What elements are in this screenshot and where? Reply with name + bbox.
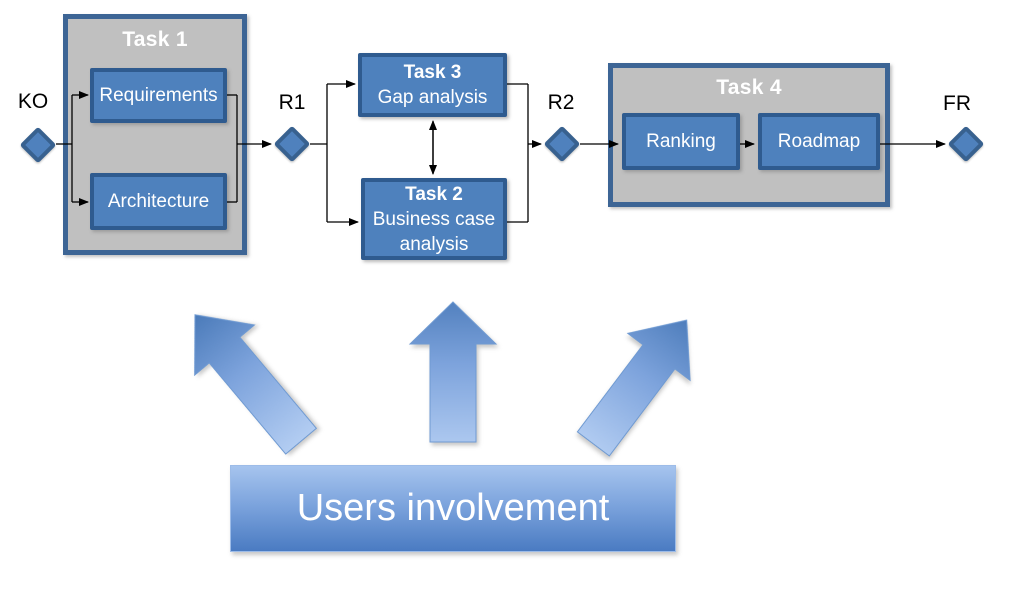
r1-diamond-icon	[273, 125, 311, 163]
task-roadmap-box: Roadmap	[758, 113, 880, 170]
task-ranking-label: Ranking	[646, 131, 716, 152]
milestone-label-ko: KO	[17, 90, 49, 113]
r2-diamond-icon	[543, 125, 581, 163]
task4-group-box: Task 4 Ranking Roadmap	[608, 63, 890, 207]
task1-group-box: Task 1 Requirements Architecture	[63, 14, 247, 255]
task-architecture-box: Architecture	[90, 173, 227, 230]
task1-title: Task 1	[122, 28, 188, 51]
task-requirements-label: Requirements	[99, 85, 218, 106]
task2-subtitle: Business case analysis	[372, 208, 496, 255]
users-involvement-label: Users involvement	[296, 487, 610, 529]
milestone-label-r1: R1	[278, 91, 306, 114]
task-roadmap-label: Roadmap	[777, 131, 861, 152]
task3-subtitle: Gap analysis	[377, 87, 488, 108]
fr-diamond-icon	[947, 125, 985, 163]
task2-box: Task 2 Business case analysis	[361, 178, 507, 260]
milestone-label-fr: FR	[943, 92, 971, 115]
task3-title: Task 3	[403, 62, 462, 83]
involvement-arrow-right-icon	[576, 319, 691, 457]
task4-title: Task 4	[716, 76, 782, 99]
milestone-label-r2: R2	[547, 91, 575, 114]
task2-title: Task 2	[405, 183, 463, 205]
task3-box: Task 3 Gap analysis	[358, 53, 507, 117]
involvement-arrow-middle-icon	[408, 301, 498, 443]
involvement-arrow-left-icon	[194, 314, 318, 455]
ko-diamond-icon	[19, 126, 57, 164]
task-requirements-box: Requirements	[90, 68, 227, 123]
task-architecture-label: Architecture	[107, 191, 210, 212]
task-ranking-box: Ranking	[622, 113, 740, 170]
users-involvement-banner: Users involvement	[230, 465, 676, 552]
